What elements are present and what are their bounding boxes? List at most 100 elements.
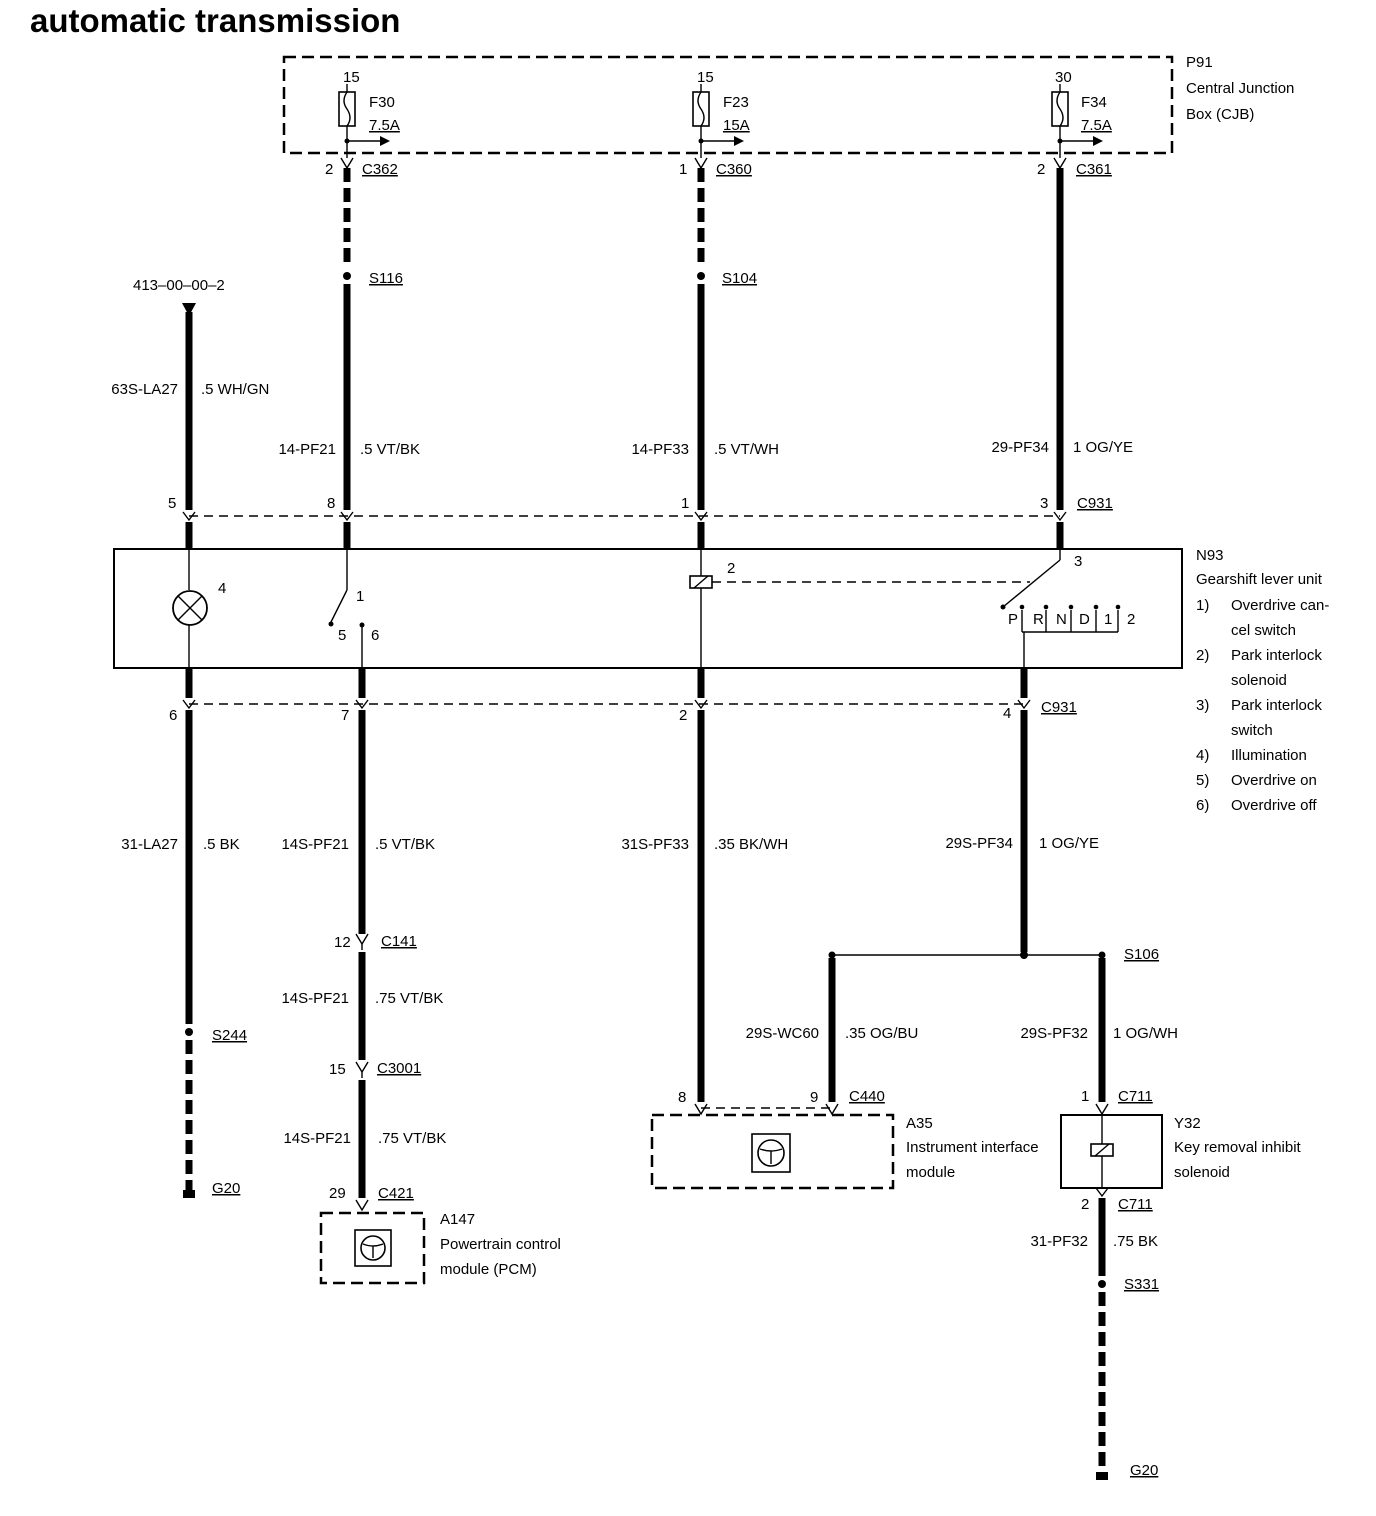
key-removal-inhibit-solenoid — [1060, 1114, 1163, 1189]
wire-code: 31S-PF33 — [621, 836, 689, 853]
fuse-feed: 15 — [697, 69, 714, 86]
central-junction-box — [282, 55, 1174, 155]
connector-pin: 1 — [679, 161, 687, 178]
connector-label: C362 — [362, 161, 398, 178]
wire-code: 63S-LA27 — [111, 381, 178, 398]
gear-position: P — [1008, 611, 1018, 628]
legend-text: Park interlock — [1231, 697, 1322, 714]
splice-s244 — [185, 1028, 193, 1036]
wire-code: 29S-WC60 — [746, 1025, 819, 1042]
gear-position: D — [1079, 611, 1090, 628]
splice-label: S116 — [369, 270, 403, 287]
splice-s116 — [343, 272, 351, 280]
junction-dot — [1020, 951, 1028, 959]
module-id: A147 — [440, 1211, 475, 1228]
fuse-name: F34 — [1081, 94, 1107, 111]
splice-s104 — [697, 272, 705, 280]
fuse-feed: 30 — [1055, 69, 1072, 86]
wire-code: 31-LA27 — [121, 836, 178, 853]
connector-label: C141 — [381, 933, 417, 950]
connector-label: C3001 — [377, 1060, 421, 1077]
legend-text: cel switch — [1231, 622, 1296, 639]
legend-text: switch — [1231, 722, 1273, 739]
fuse-rating: 15A — [723, 117, 750, 134]
gear-position: R — [1033, 611, 1044, 628]
legend-num: 6) — [1196, 797, 1209, 814]
module-name: Instrument interface — [906, 1139, 1039, 1156]
splice-s106 — [1098, 951, 1106, 959]
c931-top-pins: 5 8 1 3 C931 — [168, 495, 1113, 522]
legend-num: 4) — [1196, 747, 1209, 764]
module-name: module — [906, 1164, 955, 1181]
c931-bottom-pins: 6 7 2 4 C931 — [169, 699, 1077, 724]
wire-code: 14-PF21 — [278, 441, 336, 458]
splice-label: S331 — [1124, 1276, 1159, 1293]
legend-num: 3) — [1196, 697, 1209, 714]
fuse-feed: 15 — [343, 69, 360, 86]
switch-pin-b: 6 — [371, 627, 379, 644]
cjb-name-line1: Central Junction — [1186, 80, 1294, 97]
switch-common-number: 1 — [356, 588, 364, 605]
legend-num: 2) — [1196, 647, 1209, 664]
wire-spec: .75 BK — [1113, 1233, 1158, 1250]
wire-spec: .35 OG/BU — [845, 1025, 918, 1042]
control-module-icon — [751, 1133, 791, 1173]
connector-pin: 1 — [1081, 1088, 1089, 1105]
connector-pin: 15 — [329, 1061, 346, 1078]
wire-code: 14-PF33 — [631, 441, 689, 458]
solenoid-number: 2 — [727, 560, 735, 577]
wire-spec: .5 BK — [203, 836, 240, 853]
solenoid-icon — [689, 575, 713, 589]
legend-text: Overdrive can- — [1231, 597, 1329, 614]
connector-pin: 29 — [329, 1185, 346, 1202]
fuse-rating: 7.5A — [1081, 117, 1112, 134]
legend-num: 1) — [1196, 597, 1209, 614]
ground-icon — [183, 1190, 195, 1198]
connector-pin: 9 — [810, 1089, 818, 1106]
pin-number: 4 — [1003, 705, 1011, 722]
splice-label: S104 — [722, 270, 757, 287]
gearshift-lever-unit — [113, 548, 1183, 669]
connector-label: C421 — [378, 1185, 414, 1202]
connector-pin: 2 — [1081, 1196, 1089, 1213]
gear-position: N — [1056, 611, 1067, 628]
legend-text: Park interlock — [1231, 647, 1322, 664]
cjb-id: P91 — [1186, 54, 1213, 71]
gearshift-legend: 1) Overdrive can- cel switch 2) Park int… — [1196, 597, 1329, 814]
connector-label: C361 — [1076, 161, 1112, 178]
gear-position: 2 — [1127, 611, 1135, 628]
fuse-f30: 15 F30 7.5A 2 C362 — [325, 69, 400, 178]
connector-label: C440 — [849, 1088, 885, 1105]
wire-code: 14S-PF21 — [281, 990, 349, 1007]
module-id: Y32 — [1174, 1115, 1201, 1132]
fuse-name: F30 — [369, 94, 395, 111]
legend-text: Overdrive off — [1231, 797, 1317, 814]
legend-text: solenoid — [1231, 672, 1287, 689]
splice-label: S106 — [1124, 946, 1159, 963]
solenoid-icon — [1090, 1143, 1114, 1157]
wire-spec: .5 WH/GN — [201, 381, 269, 398]
gearshift-name: Gearshift lever unit — [1196, 571, 1323, 588]
connector-pin: 8 — [678, 1089, 686, 1106]
wire-spec: .35 BK/WH — [714, 836, 788, 853]
legend-text: Overdrive on — [1231, 772, 1317, 789]
wire-code: 29S-PF32 — [1020, 1025, 1088, 1042]
instrument-interface-module — [650, 1113, 895, 1190]
lamp-icon — [172, 590, 208, 626]
wire-code: 29S-PF34 — [945, 835, 1013, 852]
wire-spec: .5 VT/BK — [375, 836, 435, 853]
cjb-name-line2: Box (CJB) — [1186, 106, 1254, 123]
wire-code: 14S-PF21 — [283, 1130, 351, 1147]
lamp-number: 4 — [218, 580, 226, 597]
connector-label: C931 — [1041, 699, 1077, 716]
wire-spec: .5 VT/BK — [360, 441, 420, 458]
connector-label: C711 — [1118, 1196, 1153, 1213]
switch-pin-a: 5 — [338, 627, 346, 644]
connector-pin: 12 — [334, 934, 351, 951]
pin-number: 8 — [327, 495, 335, 512]
pcm-module — [319, 1211, 426, 1285]
wire-code: 31-PF32 — [1030, 1233, 1088, 1250]
pin-number: 5 — [168, 495, 176, 512]
connector-pin: 2 — [325, 161, 333, 178]
pin-number: 6 — [169, 707, 177, 724]
